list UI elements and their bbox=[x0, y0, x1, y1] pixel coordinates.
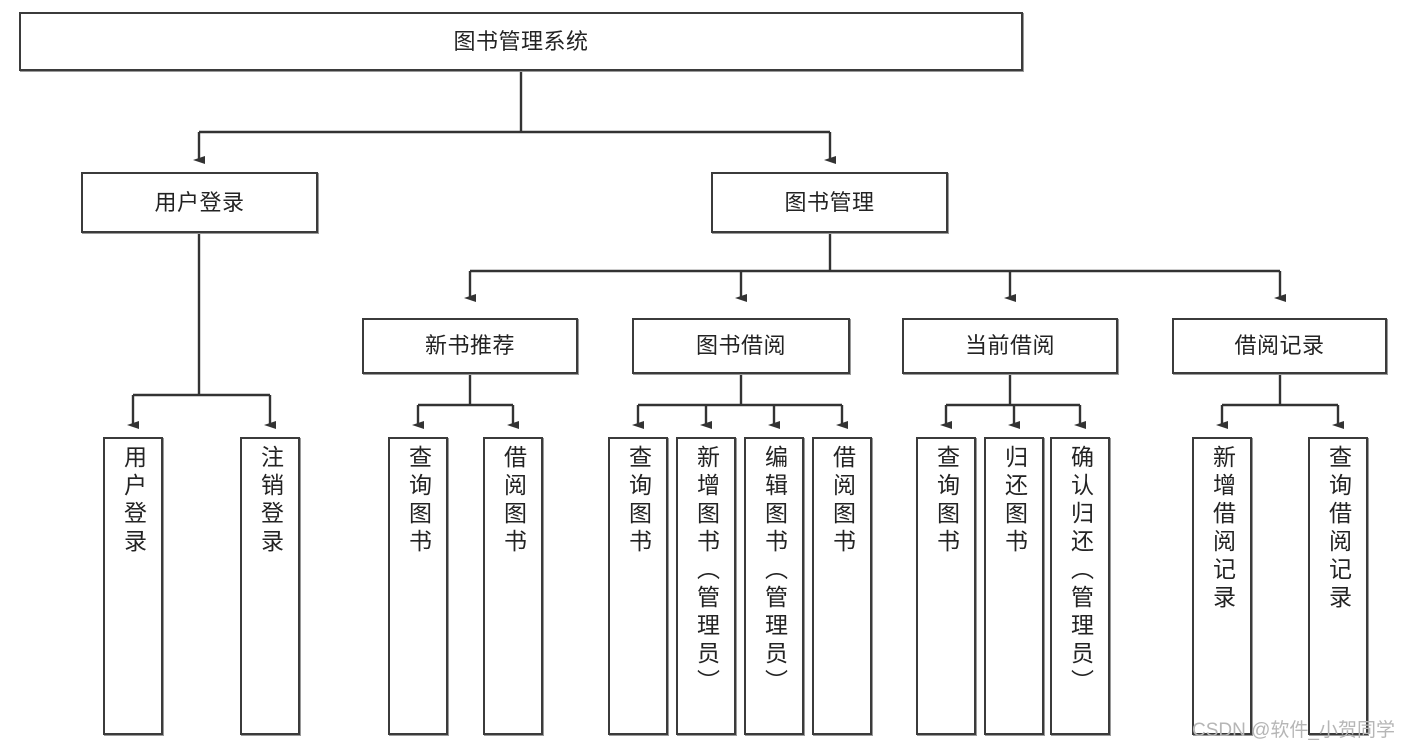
node-new-book-recommend-label: 新书推荐 bbox=[424, 333, 515, 358]
node-leaf-logout[interactable]: 注销登录 bbox=[240, 437, 300, 735]
node-leaf-query-borrow-record-label: 查询借阅记录 bbox=[1325, 445, 1352, 613]
node-book-management[interactable]: 图书管理 bbox=[711, 172, 948, 233]
node-leaf-add-book-admin[interactable]: 新增图书（管理员） bbox=[676, 437, 736, 735]
node-current-borrow-label: 当前借阅 bbox=[964, 333, 1055, 358]
node-leaf-confirm-return-admin-label: 确认归还（管理员） bbox=[1067, 445, 1094, 697]
node-leaf-borrow-book-recommend[interactable]: 借阅图书 bbox=[483, 437, 543, 735]
node-new-book-recommend[interactable]: 新书推荐 bbox=[362, 318, 578, 374]
node-borrow-records[interactable]: 借阅记录 bbox=[1172, 318, 1387, 374]
node-leaf-query-borrow-record[interactable]: 查询借阅记录 bbox=[1308, 437, 1368, 735]
node-book-management-label: 图书管理 bbox=[784, 189, 875, 215]
node-leaf-return-book-label: 归还图书 bbox=[1001, 445, 1028, 557]
node-root-system-label: 图书管理系统 bbox=[453, 28, 589, 54]
node-current-borrow[interactable]: 当前借阅 bbox=[902, 318, 1118, 374]
node-leaf-query-book-current-label: 查询图书 bbox=[933, 445, 960, 557]
node-user-login[interactable]: 用户登录 bbox=[81, 172, 318, 233]
node-leaf-edit-book-admin[interactable]: 编辑图书（管理员） bbox=[744, 437, 804, 735]
node-leaf-query-book-recommend-label: 查询图书 bbox=[405, 445, 432, 557]
node-leaf-borrow-book[interactable]: 借阅图书 bbox=[812, 437, 872, 735]
node-leaf-add-borrow-record[interactable]: 新增借阅记录 bbox=[1192, 437, 1252, 735]
node-leaf-return-book[interactable]: 归还图书 bbox=[984, 437, 1044, 735]
node-leaf-confirm-return-admin[interactable]: 确认归还（管理员） bbox=[1050, 437, 1110, 735]
node-leaf-query-book-current[interactable]: 查询图书 bbox=[916, 437, 976, 735]
node-leaf-add-borrow-record-label: 新增借阅记录 bbox=[1209, 445, 1236, 613]
node-leaf-logout-label: 注销登录 bbox=[257, 445, 284, 557]
node-leaf-add-book-admin-label: 新增图书（管理员） bbox=[693, 445, 720, 697]
node-leaf-query-book-borrow[interactable]: 查询图书 bbox=[608, 437, 668, 735]
node-borrow-records-label: 借阅记录 bbox=[1234, 333, 1325, 358]
node-book-borrow[interactable]: 图书借阅 bbox=[632, 318, 850, 374]
node-root-system[interactable]: 图书管理系统 bbox=[19, 12, 1023, 71]
node-leaf-borrow-book-recommend-label: 借阅图书 bbox=[500, 445, 527, 557]
node-leaf-user-login-label: 用户登录 bbox=[120, 445, 147, 557]
node-user-login-label: 用户登录 bbox=[154, 189, 245, 215]
node-leaf-query-book-recommend[interactable]: 查询图书 bbox=[388, 437, 448, 735]
node-book-borrow-label: 图书借阅 bbox=[695, 333, 786, 358]
node-leaf-edit-book-admin-label: 编辑图书（管理员） bbox=[761, 445, 788, 697]
node-leaf-borrow-book-label: 借阅图书 bbox=[829, 445, 856, 557]
node-leaf-user-login[interactable]: 用户登录 bbox=[103, 437, 163, 735]
node-leaf-query-book-borrow-label: 查询图书 bbox=[625, 445, 652, 557]
